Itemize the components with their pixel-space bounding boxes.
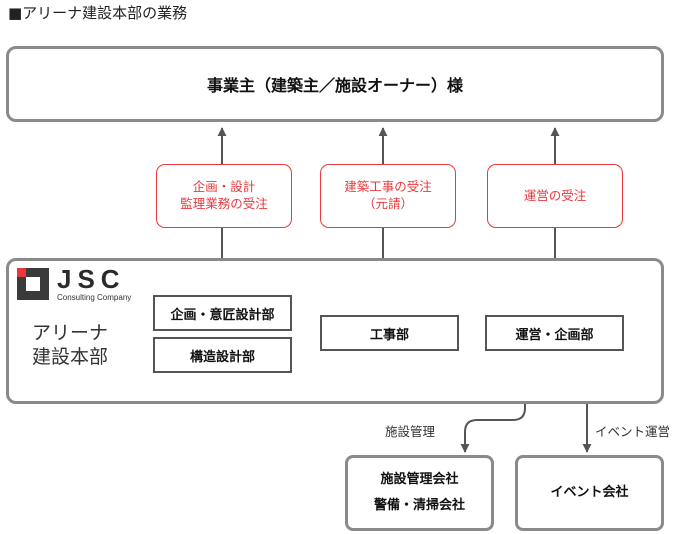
event-company-box: イベント会社 [515, 455, 664, 531]
contract-construction-box: 建築工事の受注 （元請） [320, 164, 456, 228]
dept-planning-design: 企画・意匠設計部 [153, 295, 292, 331]
contract-operation-box: 運営の受注 [487, 164, 623, 228]
dept-structural-design: 構造設計部 [153, 337, 292, 373]
contract-design-line1: 企画・設計 [192, 179, 256, 195]
client-box: 事業主（建築主／施設オーナー）様 [6, 46, 664, 122]
relation-facility-management: 施設管理 [385, 424, 436, 439]
dept-operation-planning: 運営・企画部 [485, 315, 624, 351]
contract-design-line2: 監理業務の受注 [180, 196, 268, 211]
dept-construction: 工事部 [320, 315, 459, 351]
division-name-line1: アリーナ [32, 322, 109, 344]
facility-company-line2: 警備・清掃会社 [373, 498, 465, 513]
contract-design-box: 企画・設計 監理業務の受注 [156, 164, 292, 228]
facility-company-line1: 施設管理会社 [380, 472, 459, 487]
event-company-label: イベント会社 [550, 485, 629, 500]
facility-management-company-box: 施設管理会社 警備・清掃会社 [345, 455, 494, 531]
contract-construction-line2: （元請） [362, 196, 413, 211]
jsc-logo: JSC Consulting Company [17, 264, 147, 306]
jsc-logo-tagline: Consulting Company [57, 293, 132, 302]
division-name-line2: 建設本部 [32, 345, 109, 368]
division-name: アリーナ 建設本部 [32, 322, 108, 370]
page-title: ■アリーナ建設本部の業務 [8, 4, 188, 22]
relation-event-operation: イベント運営 [595, 424, 671, 439]
jsc-logo-mark-icon [17, 268, 49, 300]
contract-operation-line1: 運営の受注 [523, 187, 587, 203]
arrow-facility-management [460, 355, 530, 453]
contract-construction-line1: 建築工事の受注 [344, 179, 432, 195]
jsc-logo-brand: JSC [57, 264, 126, 294]
client-label: 事業主（建築主／施設オーナー）様 [206, 76, 463, 95]
